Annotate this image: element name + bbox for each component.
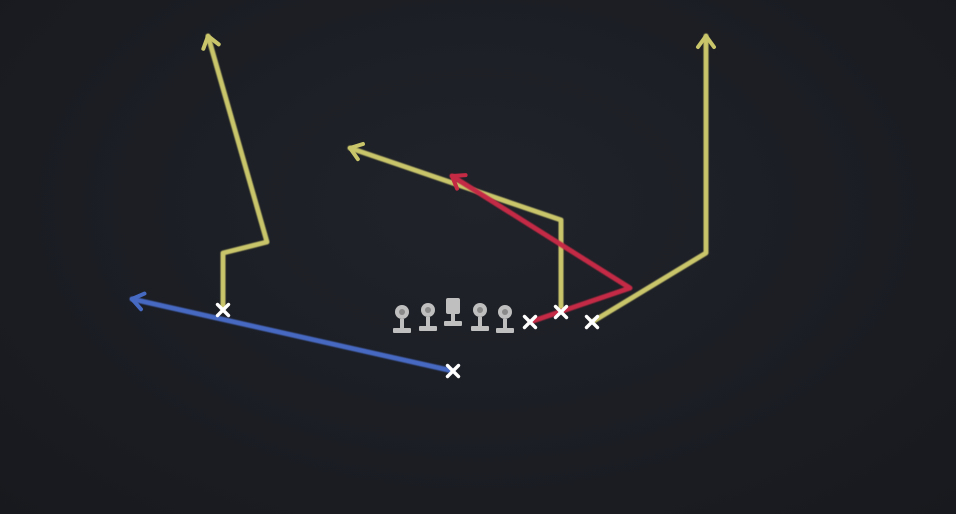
route-te-inline (347, 141, 564, 315)
route-back (129, 291, 456, 374)
route-line-te-inline (347, 145, 564, 315)
lineman-lg-icon (419, 303, 437, 331)
arrow-head-icon (201, 34, 221, 51)
route-line-wr-right (589, 33, 709, 325)
player-wr-left-x-icon (215, 302, 231, 318)
offensive-line (393, 298, 514, 333)
arrow-head-icon (130, 291, 147, 312)
route-wr-right (589, 33, 716, 325)
route-wr-left (201, 33, 270, 313)
player-slot-x-icon (522, 314, 538, 330)
route-line-wr-left (205, 33, 270, 313)
routes-layer (129, 33, 716, 374)
arrow-head-icon (450, 173, 468, 191)
skill-players (215, 302, 600, 379)
lineman-c-icon (444, 298, 462, 326)
arrow-head-icon (696, 34, 716, 49)
player-wr-right-x-icon (584, 314, 600, 330)
player-back-x-icon (445, 363, 461, 379)
route-slot (449, 173, 633, 325)
route-line-slot (449, 173, 633, 325)
arrow-head-icon (348, 141, 365, 162)
route-line-back (129, 296, 456, 374)
player-te-inline-x-icon (553, 304, 569, 320)
lineman-rt-icon (496, 305, 514, 333)
lineman-lt-icon (393, 305, 411, 333)
lineman-rg-icon (471, 303, 489, 331)
